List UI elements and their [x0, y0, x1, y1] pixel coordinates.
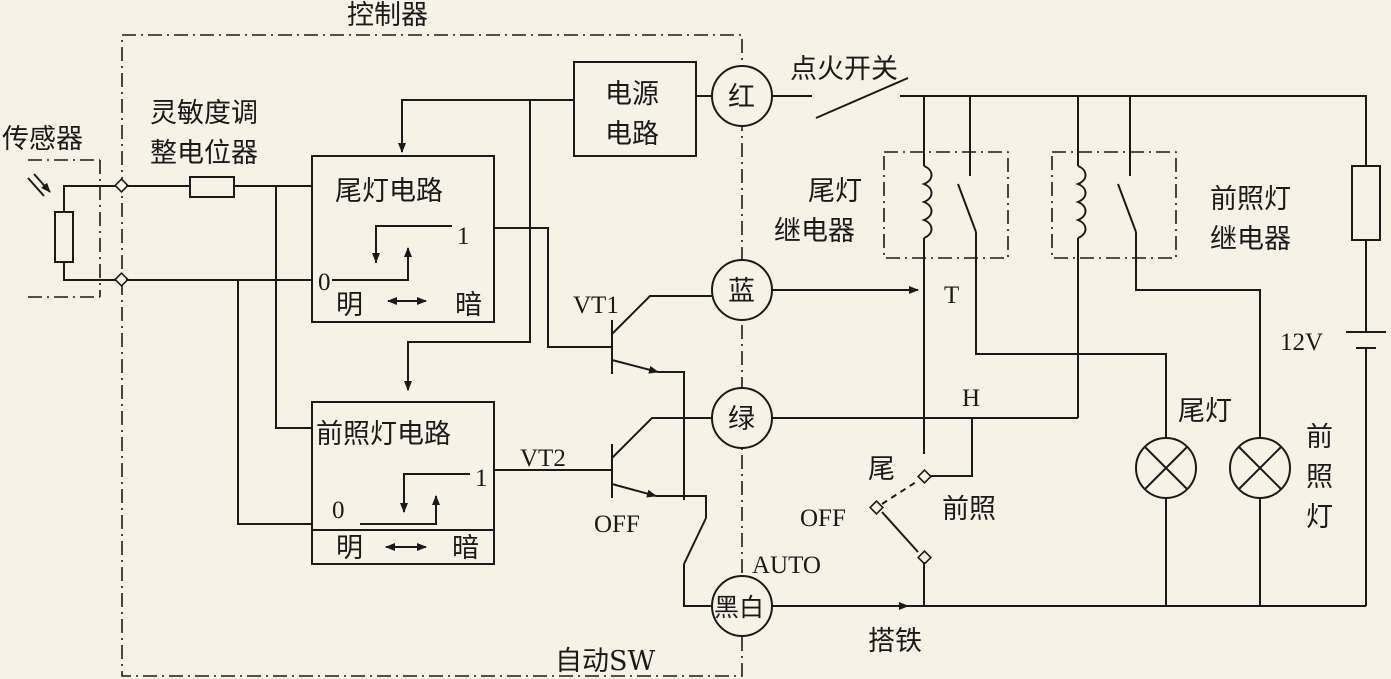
off-right-label: OFF [800, 505, 846, 532]
terminal-red: 红 [711, 65, 773, 127]
vt2-label: VT2 [520, 445, 566, 472]
tail-light-circuit-box [311, 155, 495, 323]
head-circuit-bright: 明 [336, 533, 363, 564]
tail-lamp-label: 尾灯 [1178, 396, 1232, 427]
power-circuit-label-line2: 电路 [605, 119, 659, 150]
tail-circuit-dark: 暗 [455, 290, 482, 321]
tail-light-circuit-label: 尾灯电路 [335, 176, 443, 207]
ignition-switch-label: 点火开关 [790, 54, 898, 85]
head-lamp [1229, 437, 1291, 606]
head-lamp-label-1: 前 [1306, 422, 1333, 453]
svg-text:红: 红 [728, 82, 755, 113]
vt1-transistor [494, 227, 712, 500]
sensor-terminal-top [114, 178, 129, 193]
controller-label: 控制器 [347, 0, 428, 31]
head-circuit-level-0: 0 [332, 497, 345, 524]
sensor-terminal-bottom [114, 272, 129, 287]
power-circuit-box [573, 61, 697, 157]
h-label: H [962, 385, 980, 412]
headlight-circuit-box [311, 401, 495, 565]
svg-text:绿: 绿 [728, 404, 755, 435]
auto-sw-label: 自动SW [555, 646, 655, 677]
sensitivity-label-line2: 整电位器 [150, 138, 258, 169]
battery [1346, 331, 1386, 349]
headlight-relay-label-line1: 前照灯 [1210, 184, 1291, 215]
terminal-black-white: 黑白 [711, 575, 773, 637]
fuse [1351, 165, 1381, 241]
off-left-label: OFF [594, 511, 640, 538]
sensitivity-label-line1: 灵敏度调 [150, 98, 258, 129]
auto-label: AUTO [752, 552, 821, 579]
tail-circuit-level-1: 1 [457, 223, 470, 250]
head-circuit-level-1: 1 [475, 465, 488, 492]
switch-head-label: 前照 [942, 494, 996, 525]
vt2-transistor [494, 417, 712, 518]
manual-light-switch [869, 469, 932, 606]
headlight-circuit-label: 前照灯电路 [316, 419, 451, 450]
t-label: T [944, 282, 959, 309]
vt1-label: VT1 [573, 292, 619, 319]
controller-boundary [121, 34, 743, 677]
tail-circuit-level-0: 0 [318, 269, 331, 296]
battery-12v-label: 12V [1280, 329, 1323, 356]
power-circuit-label-line1: 电源 [605, 79, 659, 110]
tail-light-relay [883, 96, 1167, 454]
head-circuit-dark: 暗 [452, 533, 479, 564]
svg-text:黑白: 黑白 [714, 594, 764, 622]
ground-label: 搭铁 [868, 626, 922, 657]
tail-circuit-bright: 明 [336, 290, 363, 321]
auto-switch [683, 517, 716, 607]
headlight-relay-label-line2: 继电器 [1210, 224, 1291, 255]
head-lamp-label-2: 照 [1306, 462, 1333, 493]
head-lamp-label-3: 灯 [1306, 502, 1333, 533]
tail-relay-label-line1: 尾灯 [808, 176, 862, 207]
svg-text:蓝: 蓝 [728, 276, 755, 307]
sensor [27, 159, 122, 298]
tail-relay-label-line2: 继电器 [774, 216, 855, 247]
tail-lamp [1135, 437, 1197, 606]
potentiometer [189, 176, 235, 198]
sensor-label: 传感器 [2, 124, 83, 155]
terminal-blue: 蓝 [711, 259, 773, 321]
terminal-green: 绿 [711, 387, 773, 449]
tail-hysteresis-down [375, 225, 452, 263]
switch-tail-label: 尾 [868, 454, 895, 485]
headlight-relay [1051, 96, 1261, 438]
